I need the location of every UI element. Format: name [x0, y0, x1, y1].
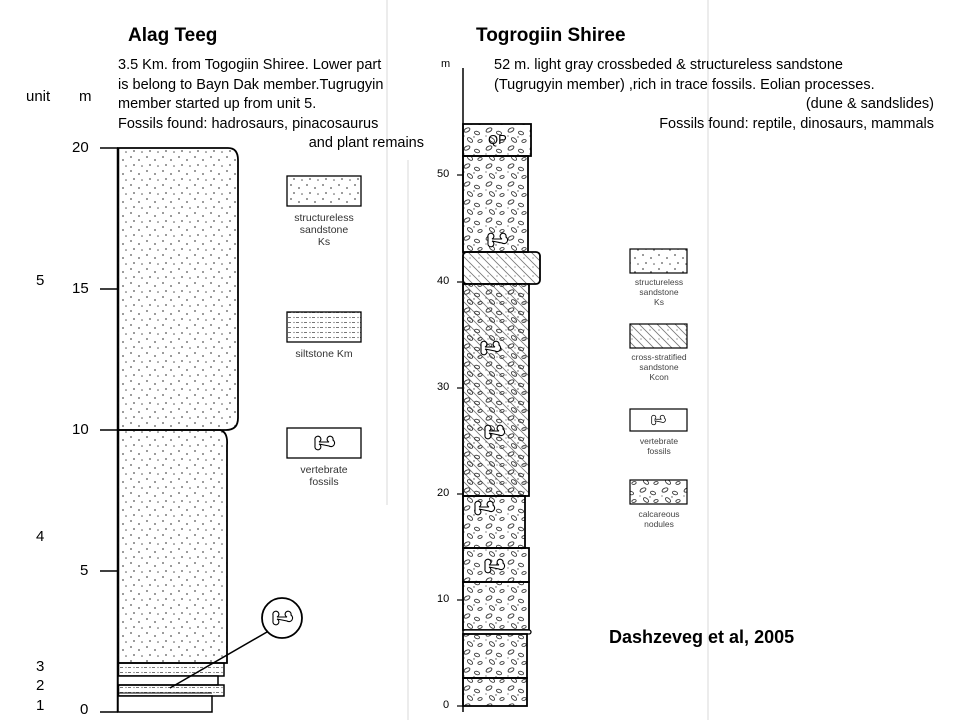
legend-structureless-sandstone-swatch [286, 175, 362, 207]
tick-label: 0 [80, 701, 89, 718]
axis-unit-label: unit [26, 88, 51, 105]
citation: Dashzeveg et al, 2005 [609, 627, 795, 647]
tick-label: 0 [443, 699, 450, 711]
axis-m-label: m [441, 58, 451, 70]
legend-structureless-sandstone-swatch [629, 248, 688, 274]
alag-teeg-notes: 3.5 Km. from Togogiin Shiree. Lower part… [118, 57, 424, 151]
legend-label-vertebrate-fossils: vertebrate fossils [639, 436, 679, 456]
unit-label: 4 [36, 528, 45, 545]
qp-layer [462, 123, 532, 157]
unit-2-layer [117, 675, 219, 686]
tick-label: 10 [72, 421, 89, 438]
unit-label: 1 [36, 697, 45, 714]
tick-label: 50 [437, 168, 450, 180]
tick-label: 20 [437, 487, 450, 499]
unit-5-layer [117, 147, 239, 431]
qp-label: QP [488, 132, 507, 147]
unit-label: 3 [36, 658, 45, 675]
nodule-layer [462, 155, 529, 253]
tick-label: 5 [80, 562, 89, 579]
legend-label-structureless-sandstone: structureless sandstone Ks [294, 212, 354, 248]
legend-label-siltstone: siltstone Km [295, 348, 353, 360]
tick-label: 30 [437, 381, 450, 393]
tick-label: 10 [437, 593, 450, 605]
togrogiin-shiree-title: Togrogiin Shiree [476, 25, 626, 46]
unit-label: 5 [36, 272, 45, 289]
legend-calcareous-nodules-swatch [629, 479, 688, 505]
alag-teeg-column [100, 147, 362, 713]
unit-3-layer [117, 662, 225, 677]
tick-label: 20 [72, 139, 89, 156]
tick-label: 40 [437, 275, 450, 287]
legend-label-vertebrate-fossils: vertebrate fossils [300, 464, 348, 488]
tick-label: 15 [72, 280, 89, 297]
unit-label: 2 [36, 677, 45, 694]
cross-stratified-layer [462, 251, 541, 285]
legend-label-calcareous-nodules: calcareous nodules [638, 509, 680, 529]
togrogiin-shiree-column [457, 68, 688, 712]
axis-m-label: m [79, 88, 92, 105]
legend-siltstone-swatch [286, 311, 362, 343]
legend-cross-stratified-swatch [629, 323, 688, 349]
legend-label-cross-stratified: cross-stratified sandstone Kcon [631, 352, 687, 382]
unit-4-layer [117, 429, 229, 664]
legend-label-structureless-sandstone: structureless sandstone Ks [634, 277, 684, 307]
alag-teeg-title: Alag Teeg [128, 25, 218, 46]
togrogiin-shiree-notes: 52 m. light gray crossbeded & structurel… [494, 57, 934, 132]
